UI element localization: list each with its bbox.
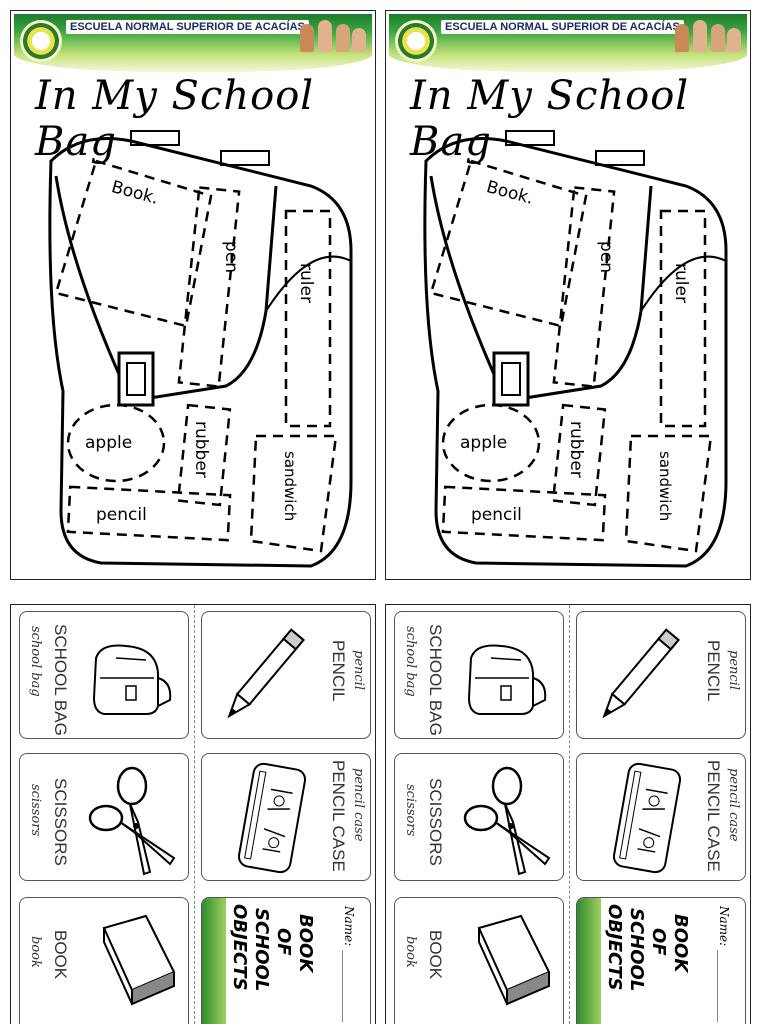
ruler-label: ruler bbox=[671, 263, 691, 303]
card-hand-label: pencil case bbox=[351, 768, 366, 842]
card-caps-label: PENCIL CASE bbox=[704, 760, 723, 872]
backpack-icon bbox=[92, 644, 172, 715]
book-icon bbox=[477, 914, 551, 1006]
pen-label: pen bbox=[221, 241, 241, 274]
children-photo bbox=[675, 18, 741, 52]
card-pencil: PENCIL pencil bbox=[201, 611, 371, 739]
card-caps-label: PENCIL CASE bbox=[329, 760, 348, 872]
book-cover: BOOK OF SCHOOL OBJECTS Name: ___________… bbox=[576, 897, 746, 1024]
cover-title-line3: SCHOOL bbox=[251, 908, 272, 992]
card-scissors: SCISSORS scissors bbox=[394, 753, 564, 881]
card-caps-label: SCISSORS bbox=[51, 778, 70, 866]
apple-label: apple bbox=[85, 433, 133, 453]
card-caps-label: SCHOOL BAG bbox=[426, 624, 445, 736]
cover-title-line4: OBJECTS bbox=[604, 904, 625, 991]
worksheet-title: In My School Bag bbox=[35, 73, 315, 165]
cover-banner bbox=[577, 898, 601, 1024]
card-school-bag: SCHOOL BAG school bag bbox=[19, 611, 189, 739]
pen-label: pen bbox=[596, 241, 616, 274]
pencil-case-icon bbox=[237, 762, 307, 874]
children-photo bbox=[300, 18, 366, 52]
school-logo bbox=[395, 20, 437, 62]
card-hand-label: scissors bbox=[28, 784, 43, 837]
pencil-label: pencil bbox=[96, 505, 147, 525]
card-book: BOOK book bbox=[394, 897, 564, 1024]
school-name: ESCUELA NORMAL SUPERIOR DE ACACÍAS bbox=[441, 20, 684, 34]
card-hand-label: scissors bbox=[403, 784, 418, 837]
scissors-icon bbox=[88, 766, 176, 876]
name-field[interactable]: Name: ____________ bbox=[342, 906, 356, 1022]
school-bag-drawing bbox=[423, 130, 728, 568]
pencil-label: pencil bbox=[471, 505, 522, 525]
cover-title-line2: OF bbox=[273, 928, 294, 956]
school-banner: ESCUELA NORMAL SUPERIOR DE ACACÍAS bbox=[14, 14, 372, 72]
school-logo bbox=[20, 20, 62, 62]
pencil-icon bbox=[227, 628, 305, 719]
scissors-icon bbox=[463, 766, 551, 876]
worksheet-title: In My School Bag bbox=[410, 73, 690, 165]
worksheet-panel-right: ESCUELA NORMAL SUPERIOR DE ACACÍAS In My… bbox=[385, 10, 751, 580]
cover-title-line1: BOOK bbox=[295, 914, 316, 973]
card-hand-label: pencil case bbox=[726, 768, 741, 842]
ruler-label: ruler bbox=[296, 263, 316, 303]
cover-title-line4: OBJECTS bbox=[229, 904, 250, 991]
sandwich-label: sandwich bbox=[281, 451, 299, 522]
card-scissors: SCISSORS scissors bbox=[19, 753, 189, 881]
sandwich-label: sandwich bbox=[656, 451, 674, 522]
school-banner: ESCUELA NORMAL SUPERIOR DE ACACÍAS bbox=[389, 14, 747, 72]
pencil-icon bbox=[602, 628, 680, 719]
rubber-label: rubber bbox=[566, 421, 586, 478]
card-caps-label: PENCIL bbox=[329, 640, 348, 702]
card-hand-label: pencil bbox=[351, 650, 366, 690]
card-caps-label: BOOK bbox=[426, 930, 445, 980]
book-icon bbox=[102, 914, 176, 1006]
card-pencil-case: PENCIL CASE pencil case bbox=[576, 753, 746, 881]
school-bag-drawing bbox=[48, 130, 353, 568]
cover-title-line3: SCHOOL bbox=[626, 908, 647, 992]
card-hand-label: school bag bbox=[28, 626, 43, 697]
card-hand-label: book bbox=[403, 936, 418, 968]
rubber-label: rubber bbox=[191, 421, 211, 478]
school-name: ESCUELA NORMAL SUPERIOR DE ACACÍAS bbox=[66, 20, 309, 34]
apple-label: apple bbox=[460, 433, 508, 453]
card-hand-label: school bag bbox=[403, 626, 418, 697]
cover-title-line2: OF bbox=[648, 928, 669, 956]
card-caps-label: BOOK bbox=[51, 930, 70, 980]
minibook-panel-right: SCHOOL BAG school bag PENCIL pencil SCIS… bbox=[385, 604, 751, 1024]
card-pencil-case: PENCIL CASE pencil case bbox=[201, 753, 371, 881]
minibook-panel-left: SCHOOL BAG school bag PENCIL pencil SCIS… bbox=[10, 604, 376, 1024]
card-hand-label: book bbox=[28, 936, 43, 968]
backpack-icon bbox=[467, 644, 547, 715]
card-caps-label: PENCIL bbox=[704, 640, 723, 702]
name-field[interactable]: Name: ____________ bbox=[717, 906, 731, 1022]
worksheet-panel-left: ESCUELA NORMAL SUPERIOR DE ACACÍAS In My… bbox=[10, 10, 376, 580]
book-cover: BOOK OF SCHOOL OBJECTS Name: ___________… bbox=[201, 897, 371, 1024]
cover-banner bbox=[202, 898, 226, 1024]
cover-title-line1: BOOK bbox=[670, 914, 691, 973]
card-school-bag: SCHOOL BAG school bag bbox=[394, 611, 564, 739]
card-caps-label: SCISSORS bbox=[426, 778, 445, 866]
card-hand-label: pencil bbox=[726, 650, 741, 690]
card-pencil: PENCIL pencil bbox=[576, 611, 746, 739]
pencil-case-icon bbox=[612, 762, 682, 874]
card-caps-label: SCHOOL BAG bbox=[51, 624, 70, 736]
card-book: BOOK book bbox=[19, 897, 189, 1024]
